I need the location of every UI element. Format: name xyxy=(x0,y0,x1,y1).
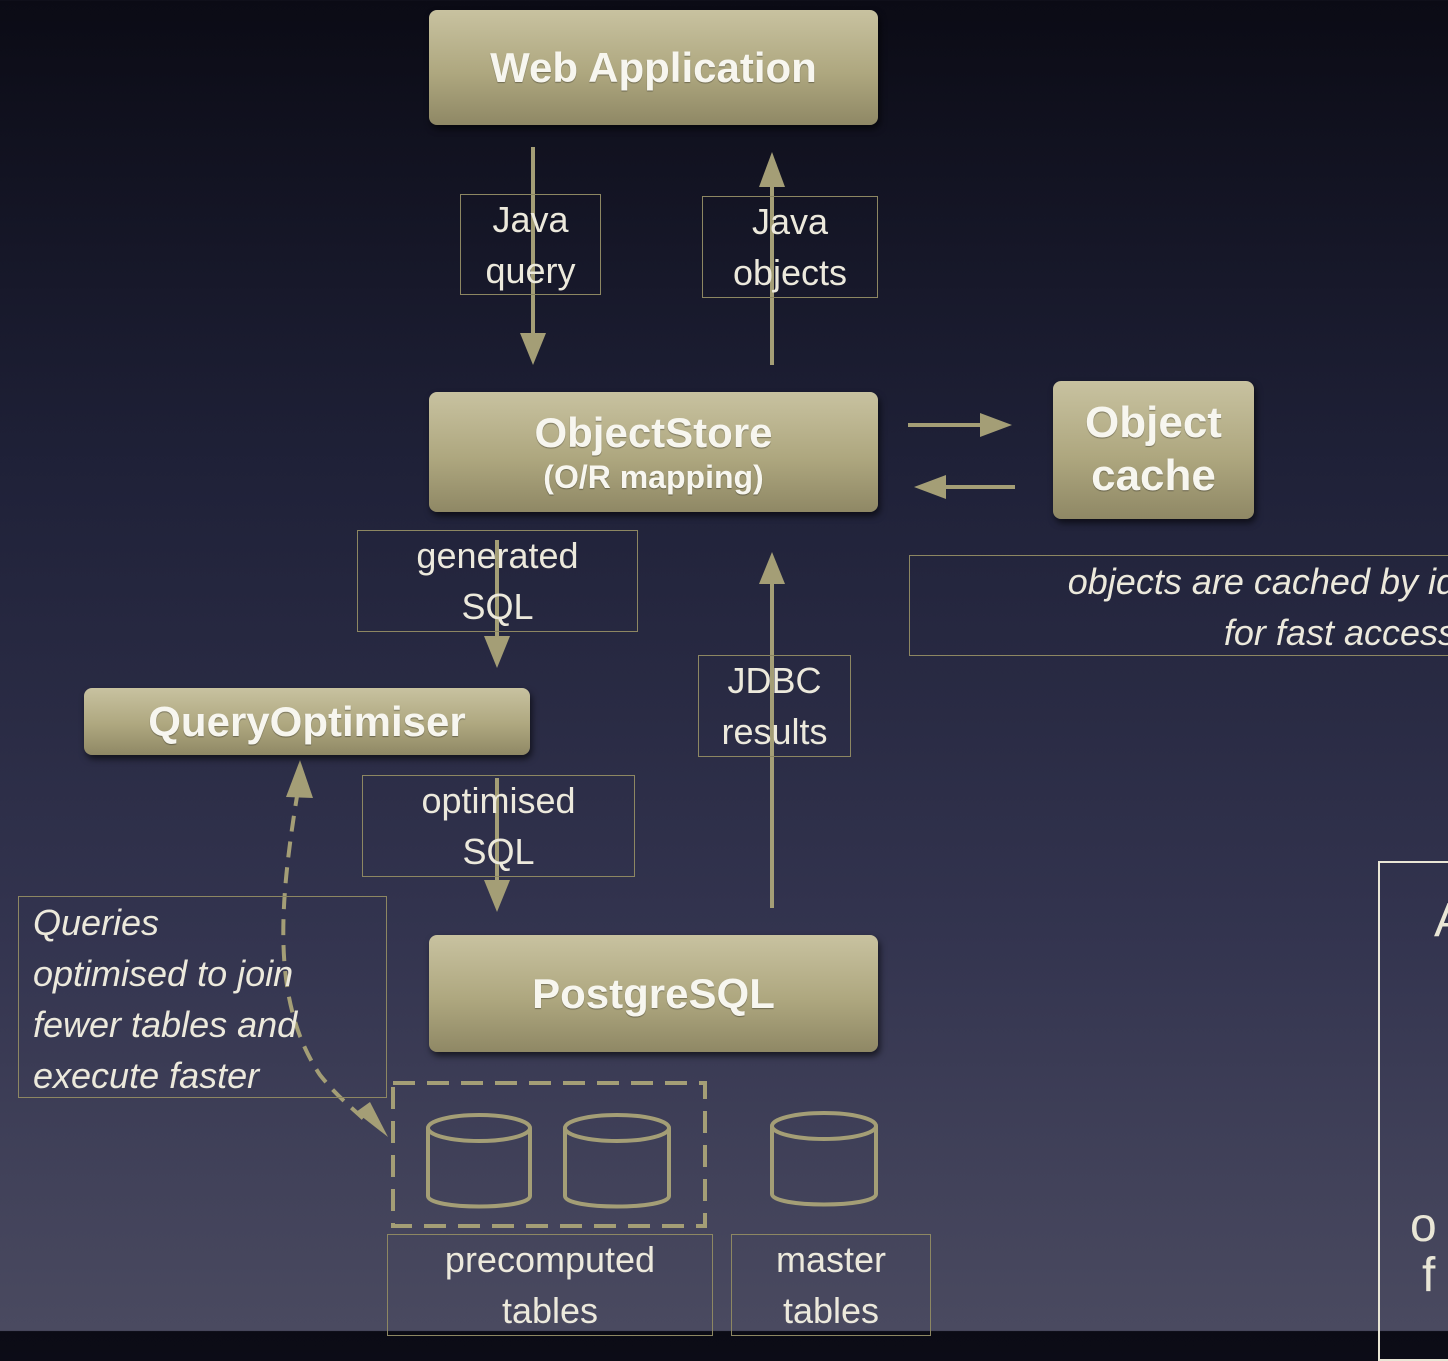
arrow-jdbc-results-head xyxy=(759,552,785,584)
generated-sql-label: generated SQL xyxy=(357,530,638,632)
side-panel-text-line2: f xyxy=(1422,1249,1436,1302)
object-cache-label-line2: cache xyxy=(1091,451,1216,500)
precomputed-tables-label: precomputed tables xyxy=(387,1234,713,1336)
side-panel-text-top: A xyxy=(1434,893,1448,948)
cache-note: objects are cached by id for fast access xyxy=(909,555,1448,656)
precomputed-group-frame xyxy=(391,1081,707,1228)
database-icon-precomputed-1 xyxy=(426,1113,532,1209)
objectstore-box: ObjectStore (O/R mapping) xyxy=(429,392,878,512)
arrow-optimiser-dashed xyxy=(281,789,372,1127)
side-panel-text-line1: o xyxy=(1410,1199,1437,1252)
arrow-java-objects-head xyxy=(759,152,785,187)
architecture-diagram xyxy=(281,147,1015,1228)
database-icon-precomputed-2 xyxy=(563,1113,671,1209)
database-icon-master xyxy=(770,1111,878,1207)
postgresql-box: PostgreSQL xyxy=(429,935,878,1052)
jdbc-results-label: JDBC results xyxy=(698,655,851,757)
optimised-sql-label: optimised SQL xyxy=(362,775,635,877)
object-cache-label-line1: Object xyxy=(1085,398,1222,448)
query-optimiser-label: QueryOptimiser xyxy=(148,697,466,745)
master-tables-label: master tables xyxy=(731,1234,931,1336)
arrow-optimiser-up-head xyxy=(286,760,313,798)
arrow-optimised-sql-head xyxy=(484,880,510,912)
side-panel: A o f xyxy=(1378,861,1448,1361)
arrow-to-cache-head xyxy=(980,413,1012,437)
objectstore-sublabel: (O/R mapping) xyxy=(543,458,764,495)
web-application-label: Web Application xyxy=(490,43,817,91)
object-cache-box: Object cache xyxy=(1053,381,1254,519)
arrow-generated-sql-head xyxy=(484,636,510,668)
arrow-from-cache-head xyxy=(914,475,946,499)
arrow-java-query-head xyxy=(520,333,546,365)
arrow-optimiser-down-head xyxy=(356,1102,388,1137)
optimiser-note: Queries optimised to join fewer tables a… xyxy=(18,896,387,1098)
java-query-label: Java query xyxy=(460,194,601,295)
postgresql-label: PostgreSQL xyxy=(532,969,775,1017)
objectstore-label: ObjectStore xyxy=(534,408,773,456)
query-optimiser-box: QueryOptimiser xyxy=(84,688,530,755)
web-application-box: Web Application xyxy=(429,10,878,125)
java-objects-label: Java objects xyxy=(702,196,878,298)
